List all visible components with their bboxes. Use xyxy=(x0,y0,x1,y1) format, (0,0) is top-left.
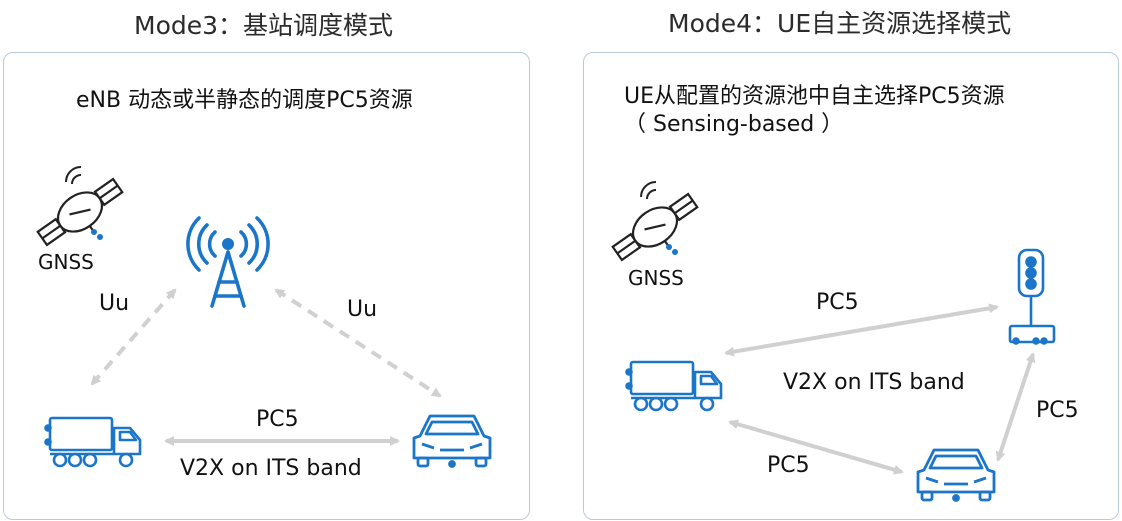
mode3-v2x-label: V2X on ITS band xyxy=(180,456,362,481)
mode4-gnss-label: GNSS xyxy=(628,266,684,290)
mode4-satellite-icon xyxy=(606,180,708,275)
mode4-pc5-bottom-arrow xyxy=(728,419,904,475)
mode3-subtitle: eNB 动态或半静态的调度PC5资源 xyxy=(76,88,413,113)
mode3-uu-left-arrow xyxy=(90,288,177,386)
rsu-traffic-light-icon xyxy=(1008,248,1056,345)
mode4-pc5-right-arrow xyxy=(995,352,1036,462)
mode4-title: Mode4：UE自主资源选择模式 xyxy=(668,9,1012,38)
mode3-car-icon xyxy=(412,414,492,468)
mode3-gnss-label: GNSS xyxy=(38,250,94,274)
mode4-pc5-top-arrow xyxy=(724,303,999,357)
mode3-pc5-label: PC5 xyxy=(256,407,299,432)
mode4-truck-icon xyxy=(625,360,723,412)
mode3-uu-right-arrow xyxy=(274,288,442,398)
base-station-icon xyxy=(186,216,270,308)
mode4-subtitle-line1: UE从配置的资源池中自主选择PC5资源 xyxy=(624,84,1005,109)
mode3-title: Mode3：基站调度模式 xyxy=(134,11,394,40)
mode3-truck-icon xyxy=(44,416,142,468)
mode4-subtitle-line2: （ Sensing-based ） xyxy=(624,112,844,137)
mode4-pc5-right-label: PC5 xyxy=(1036,398,1079,423)
mode4-v2x-label: V2X on ITS band xyxy=(783,370,965,395)
mode3-satellite-icon xyxy=(31,165,133,260)
mode4-car-icon xyxy=(916,448,996,502)
